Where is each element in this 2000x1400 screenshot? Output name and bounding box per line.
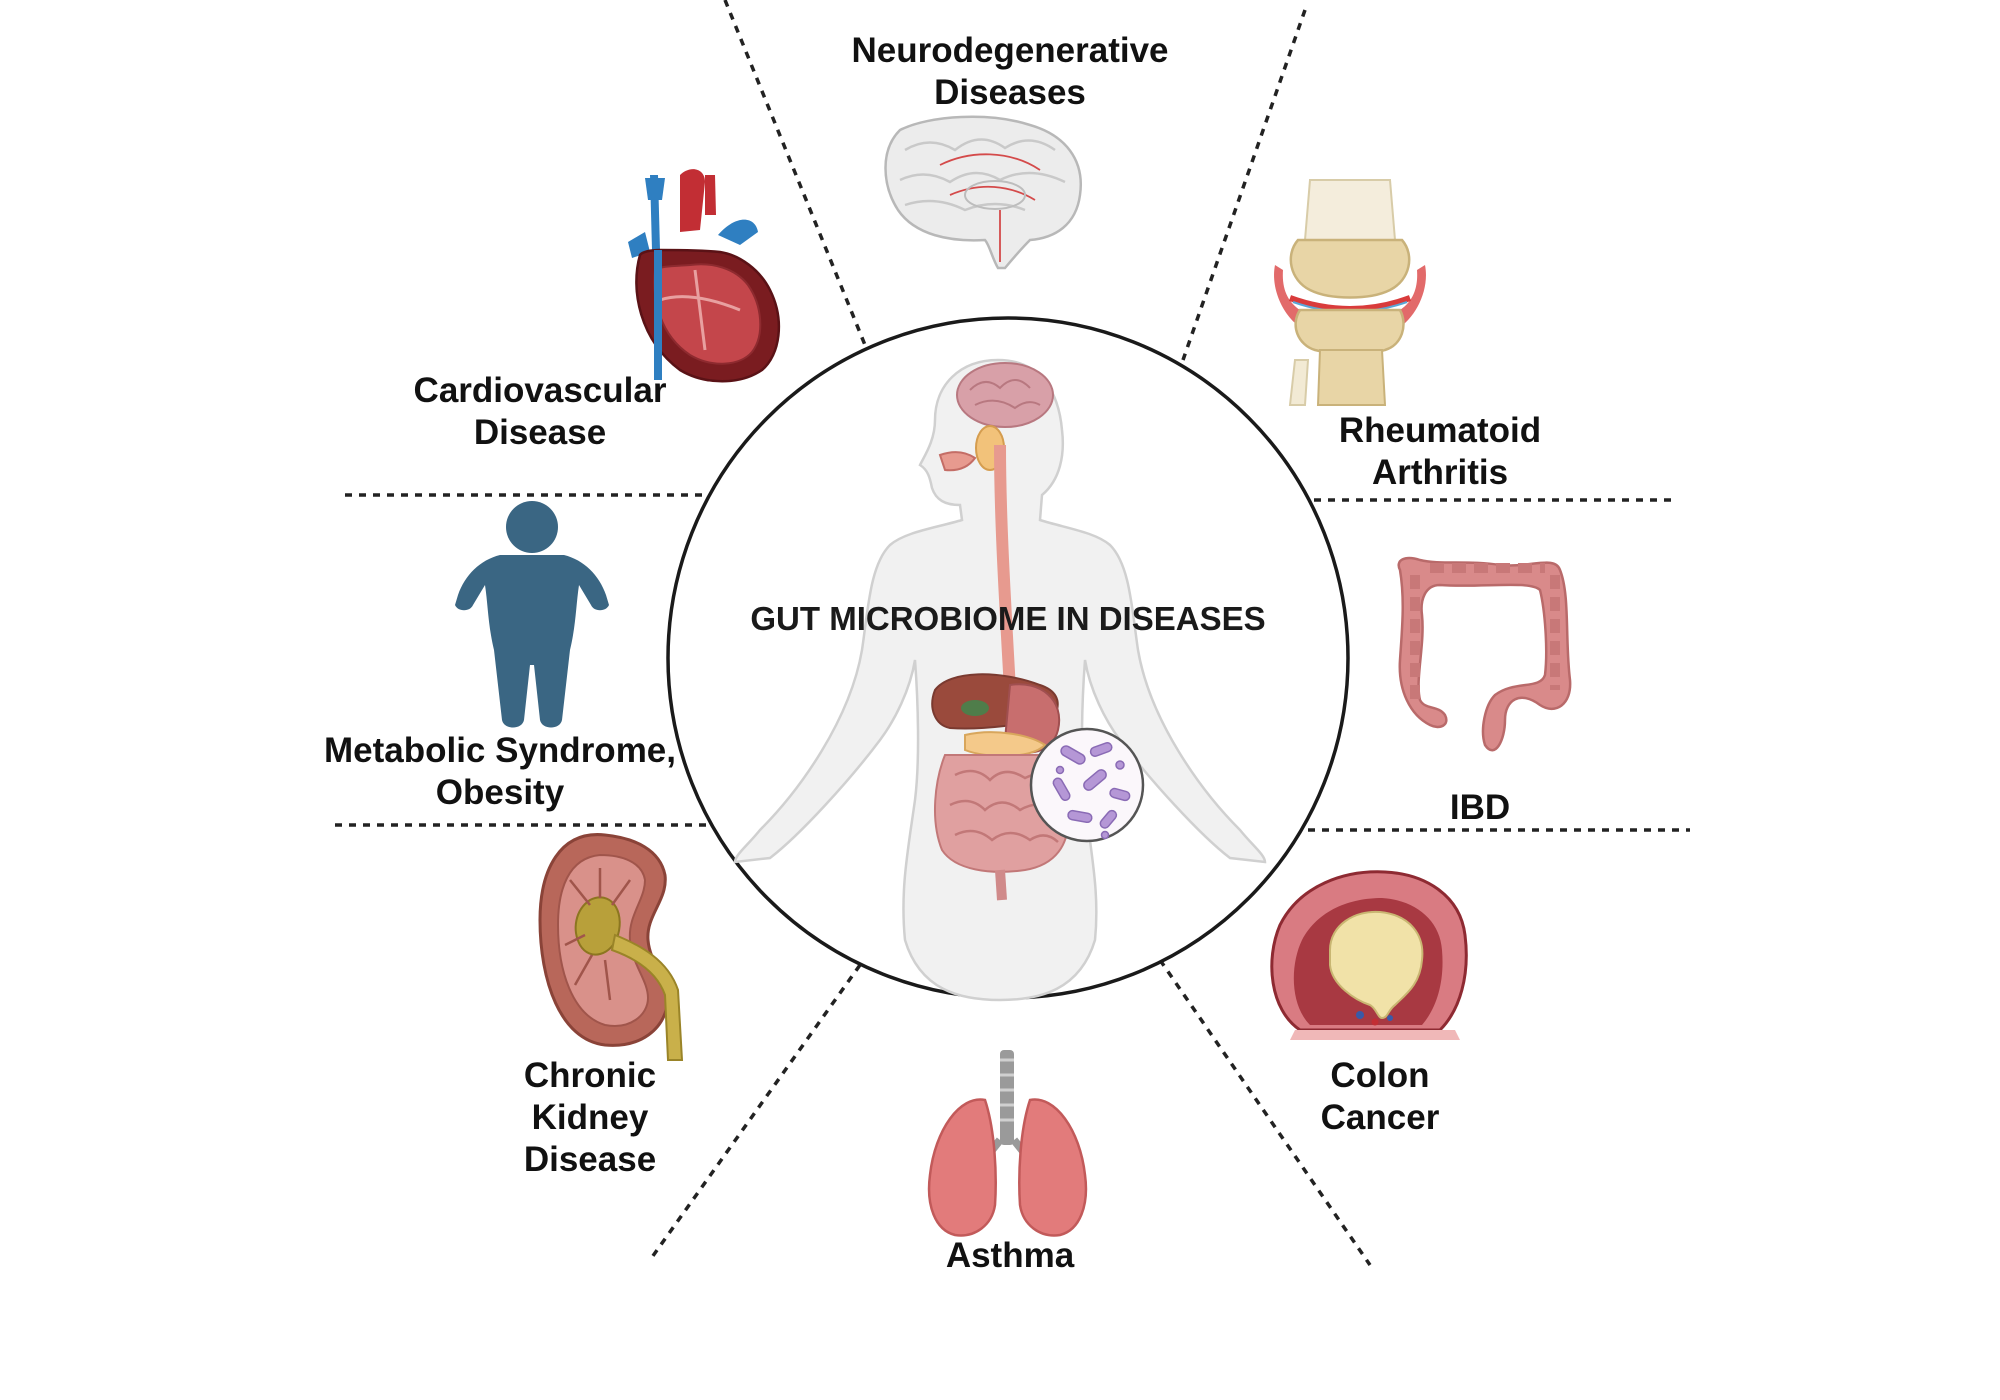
bacteria-icon bbox=[1052, 741, 1131, 840]
divider-lines bbox=[335, 0, 1690, 1266]
metabolic-label: Metabolic Syndrome, Obesity bbox=[290, 730, 710, 814]
ckd-label-line1: Chronic bbox=[523, 1056, 657, 1095]
metabolic-label-line2: Obesity bbox=[435, 773, 565, 812]
heart-icon bbox=[628, 169, 781, 383]
metabolic-label-line1: Metabolic Syndrome, bbox=[323, 731, 677, 770]
colon-cancer-label-line1: Colon bbox=[1330, 1056, 1430, 1095]
rheumatoid-label-line1: Rheumatoid bbox=[1338, 411, 1542, 450]
ckd-label: Chronic Kidney Disease bbox=[470, 1055, 710, 1181]
asthma-label: Asthma bbox=[880, 1235, 1140, 1277]
rheumatoid-label: Rheumatoid Arthritis bbox=[1290, 410, 1590, 494]
kidney-icon bbox=[538, 833, 684, 1061]
divider-bottom-left bbox=[648, 963, 862, 1262]
ckd-label-line3: Disease bbox=[523, 1140, 657, 1179]
neurodegenerative-label: Neurodegenerative Diseases bbox=[780, 30, 1240, 114]
tumor-icon bbox=[1270, 870, 1468, 1040]
knee-joint-icon bbox=[1274, 179, 1426, 406]
ibd-label-line1: IBD bbox=[1449, 788, 1511, 827]
divider-top-right bbox=[1181, 9, 1307, 361]
ibd-label: IBD bbox=[1380, 787, 1580, 829]
center-title: GUT MICROBIOME IN DISEASES bbox=[750, 600, 1266, 637]
lungs-icon bbox=[927, 1050, 1088, 1237]
divider-bottom-right bbox=[1158, 959, 1372, 1266]
neurodegenerative-label-line1: Neurodegenerative bbox=[851, 31, 1169, 70]
human-body-icon bbox=[733, 358, 1267, 1002]
colon-icon bbox=[1397, 556, 1572, 752]
neurodegenerative-label-line2: Diseases bbox=[934, 73, 1086, 112]
cardiovascular-label: Cardiovascular Disease bbox=[390, 370, 690, 454]
divider-top-left bbox=[723, 0, 867, 346]
rheumatoid-label-line2: Arthritis bbox=[1371, 453, 1509, 492]
colon-cancer-label: Colon Cancer bbox=[1260, 1055, 1500, 1139]
colon-cancer-label-line2: Cancer bbox=[1320, 1098, 1440, 1137]
obese-person-icon bbox=[455, 501, 609, 728]
brain-icon bbox=[884, 115, 1082, 270]
cardiovascular-label-line1: Cardiovascular bbox=[413, 371, 667, 410]
ckd-label-line2: Kidney bbox=[531, 1098, 649, 1137]
cardiovascular-label-line2: Disease bbox=[473, 413, 607, 452]
asthma-label-line1: Asthma bbox=[945, 1236, 1075, 1275]
